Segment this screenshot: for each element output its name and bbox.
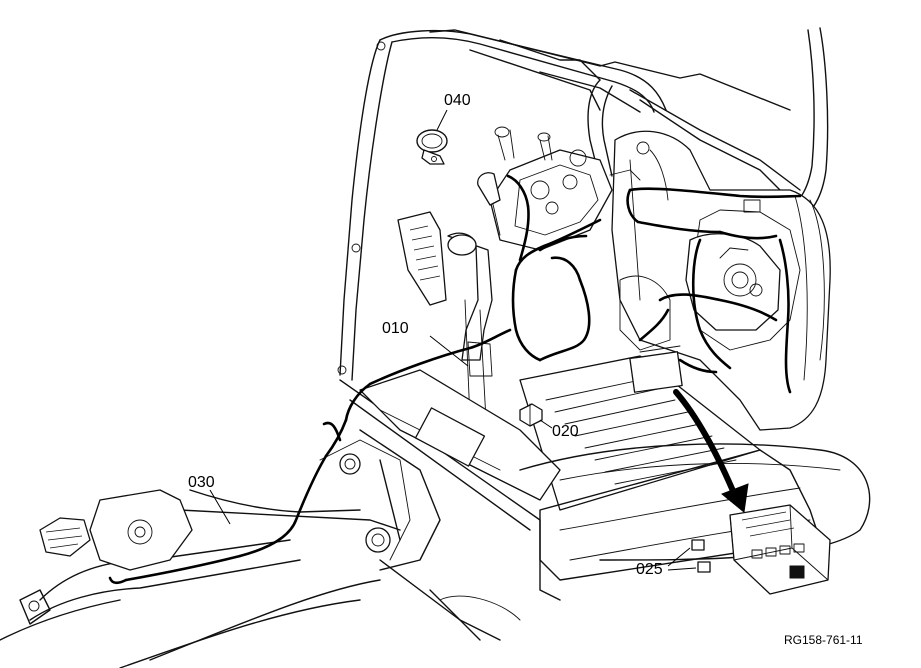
part-040-clamp bbox=[416, 129, 448, 165]
callout-020: 020 bbox=[552, 423, 579, 440]
part-020-bolt bbox=[519, 403, 543, 427]
rops-frame bbox=[337, 27, 829, 381]
left-console bbox=[397, 211, 493, 421]
callout-010: 010 bbox=[382, 320, 409, 337]
callout-040: 040 bbox=[444, 92, 471, 109]
boom-arm bbox=[0, 489, 401, 641]
base-frame bbox=[319, 369, 561, 601]
right-electrical bbox=[629, 199, 781, 393]
control-valve-assembly bbox=[477, 126, 641, 251]
drawing-reference: RG158-761-11 bbox=[784, 633, 863, 647]
fuse-box-detail bbox=[673, 389, 831, 595]
callout-025: 025 bbox=[636, 561, 663, 578]
callout-labels: 040 010 020 030 025 RG158-761-11 bbox=[188, 92, 863, 647]
leader-lines bbox=[209, 109, 697, 571]
callout-030: 030 bbox=[188, 474, 215, 491]
wiring-harness bbox=[108, 174, 802, 585]
